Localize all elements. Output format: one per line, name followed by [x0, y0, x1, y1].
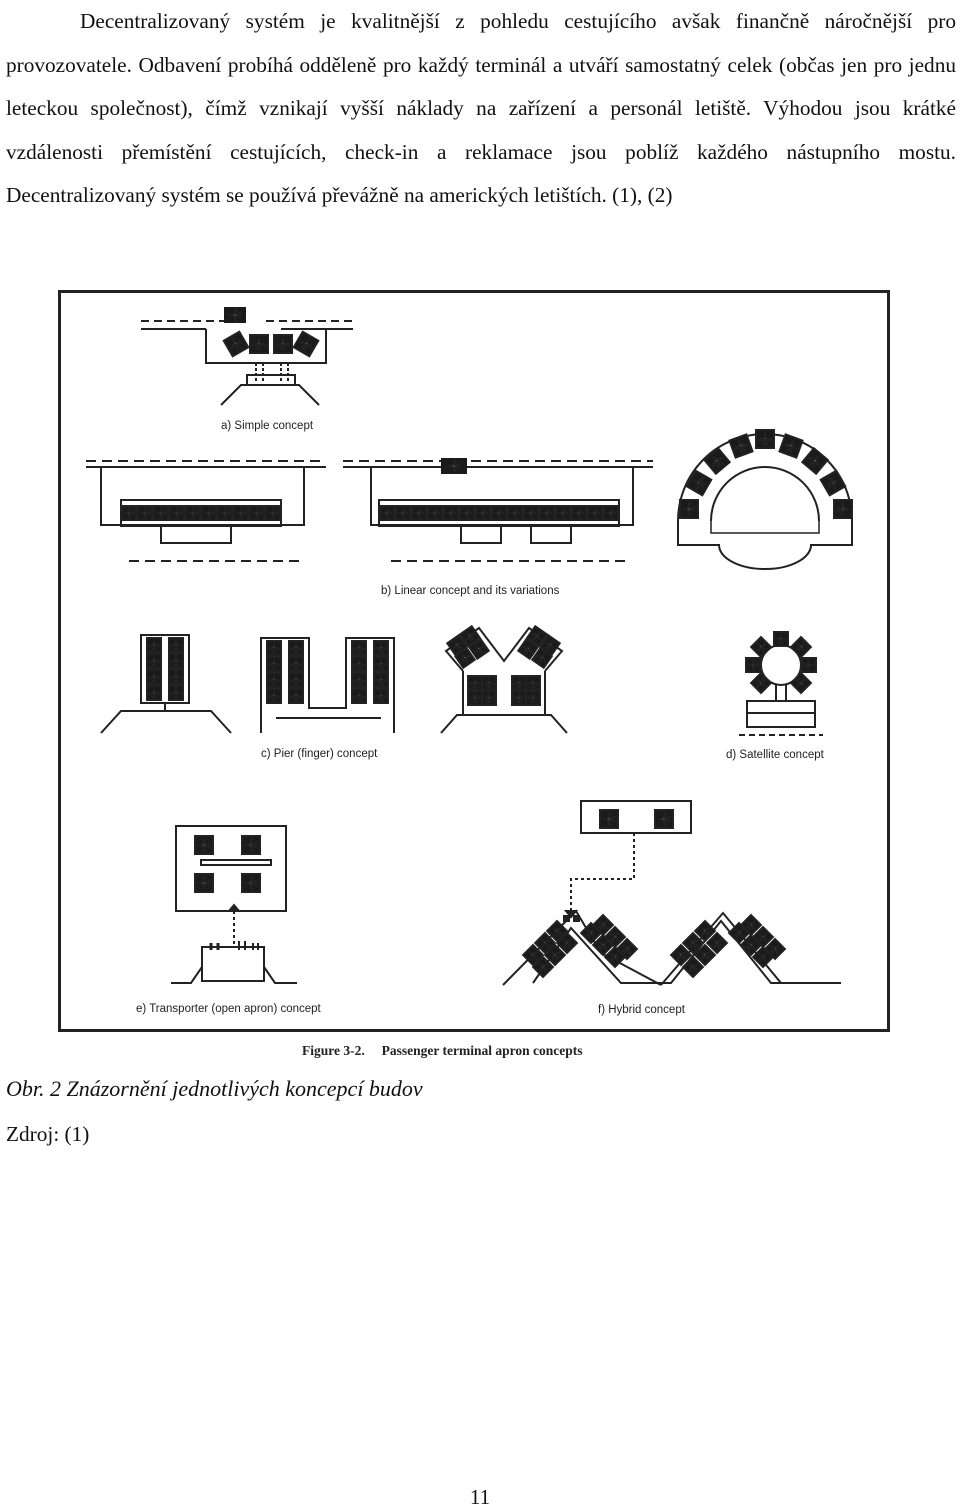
airplane-icon	[746, 632, 816, 693]
body-paragraph: Decentralizovaný systém je kvalitnější z…	[6, 0, 956, 218]
airplane-icon	[267, 641, 388, 703]
airplane-icon	[147, 638, 183, 700]
airplane-icon	[224, 307, 319, 356]
airplane-icon	[680, 430, 852, 518]
paragraph-text: pro provozovatele. Odbavení probíhá oddě…	[6, 9, 956, 208]
satellite-concept-diagram	[739, 644, 823, 736]
airplane-icon	[122, 506, 280, 520]
figure-title: Figure 3-2. Passenger terminal apron con…	[302, 1043, 583, 1058]
label-satellite-concept: d) Satellite concept	[726, 749, 825, 761]
label-pier-concept: c) Pier (finger) concept	[261, 748, 378, 760]
pier-concept-diagram-1	[100, 634, 232, 734]
paragraph-first-line: Decentralizovaný systém je kvalitnější z…	[80, 9, 913, 33]
pier-concept-diagram-3	[440, 626, 568, 734]
label-transporter-concept: e) Transporter (open apron) concept	[136, 1003, 322, 1015]
linear-concept-diagram-3	[677, 433, 853, 570]
airplane-icon	[380, 458, 618, 520]
linear-concept-diagram-2	[343, 460, 653, 562]
page-number: 11	[469, 1485, 491, 1509]
label-simple-concept: a) Simple concept	[221, 420, 314, 432]
label-linear-concept: b) Linear concept and its variations	[381, 585, 560, 597]
airplane-icon	[447, 626, 559, 705]
figure-caption: Obr. 2 Znázornění jednotlivých koncepcí …	[6, 1076, 423, 1101]
figure-source: Zdroj: (1)	[6, 1122, 90, 1146]
simple-concept-diagram	[141, 320, 353, 406]
transporter-concept-diagram	[171, 825, 297, 984]
figure-drawing: a) Simple concept b) Linear concept and …	[86, 307, 853, 1016]
terminal-concepts-figure: a) Simple concept b) Linear concept and …	[58, 290, 890, 1032]
pier-concept-diagram-2	[260, 637, 395, 733]
label-hybrid-concept: f) Hybrid concept	[598, 1004, 686, 1016]
